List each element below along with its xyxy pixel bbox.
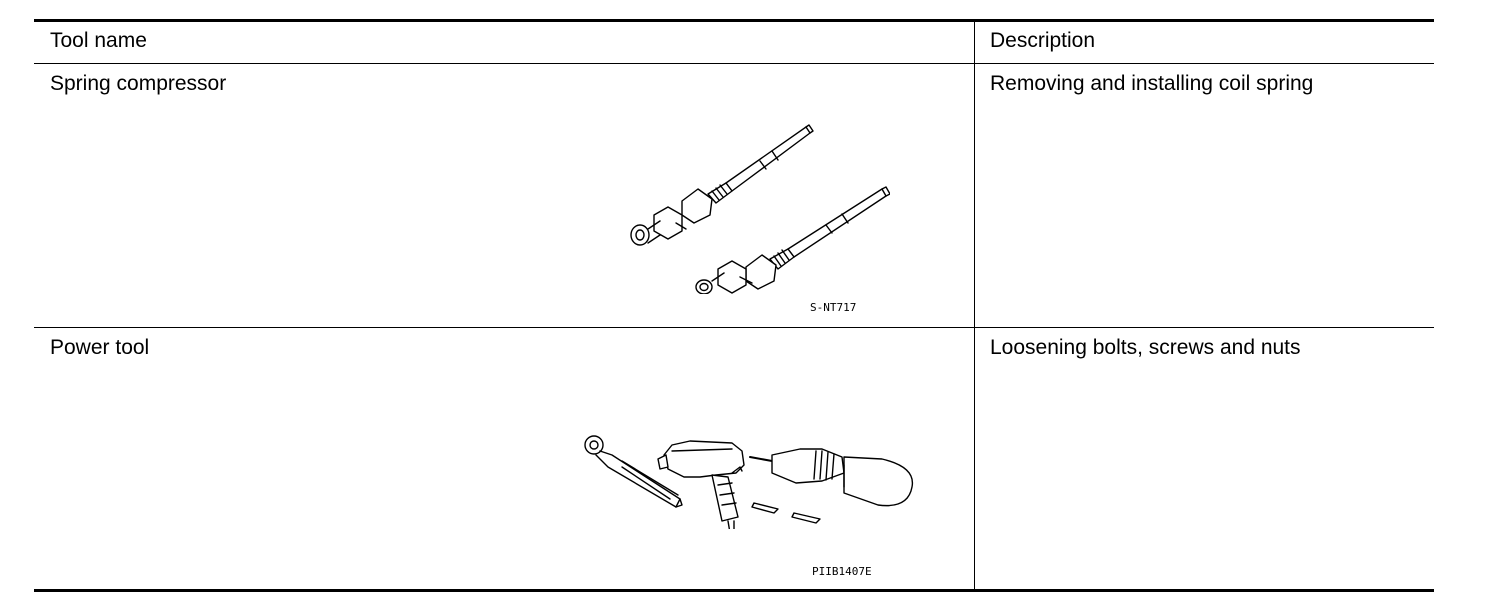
- header-tool-name: Tool name: [50, 29, 147, 52]
- tool-table: Tool name Description Spring compressor …: [34, 19, 1434, 592]
- header-description: Description: [990, 29, 1096, 52]
- row-1-tool-name: Spring compressor: [50, 72, 227, 95]
- spring-compressor-icon: [630, 124, 890, 294]
- column-divider: [974, 19, 975, 592]
- row-2-description: Loosening bolts, screws and nuts: [990, 336, 1301, 359]
- row-1-figure-code: S-NT717: [810, 301, 857, 314]
- table-top-rule: [34, 19, 1434, 22]
- row-2-tool-name: Power tool: [50, 336, 150, 359]
- header-rule: [34, 63, 1434, 64]
- power-tool-icon: [584, 435, 914, 529]
- table-bottom-rule: [34, 589, 1434, 592]
- row-divider: [34, 327, 1434, 328]
- row-2-figure-code: PIIB1407E: [812, 565, 872, 578]
- row-1-description: Removing and installing coil spring: [990, 72, 1314, 95]
